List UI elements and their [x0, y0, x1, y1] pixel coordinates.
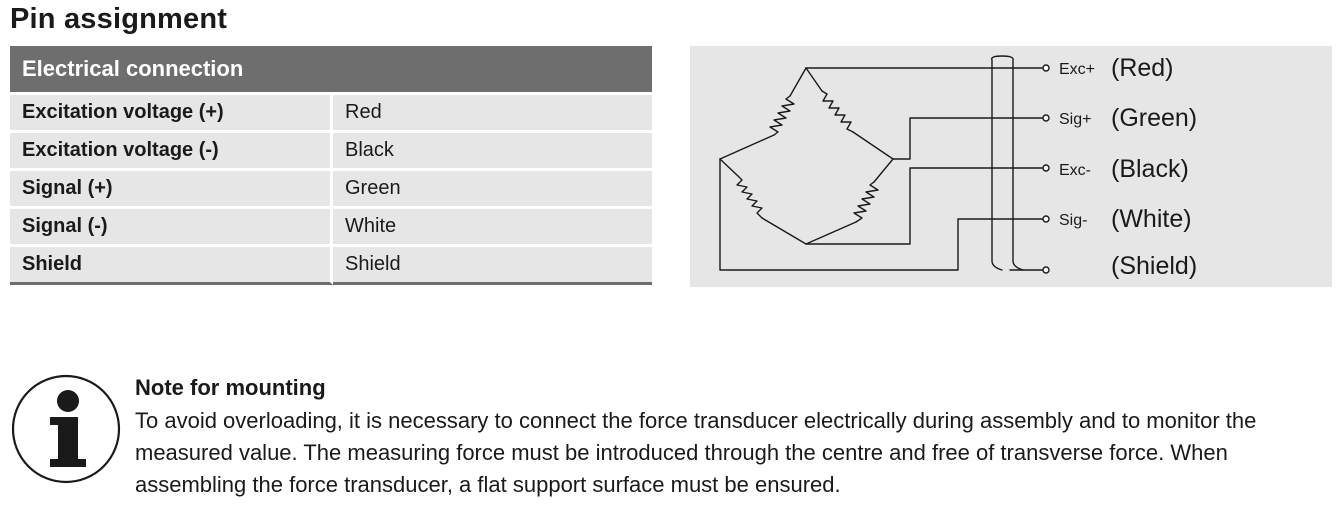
- wiring-diagram: Exc+ Sig+ Exc- Sig- (Red) (Green) (Black…: [690, 46, 1332, 287]
- pin-color-red: (Red): [1111, 54, 1174, 82]
- cable-sheath: [991, 55, 1024, 271]
- pin-color-green: (Green): [1111, 104, 1197, 132]
- note-title: Note for mounting: [135, 375, 326, 400]
- row-value: Green: [333, 171, 652, 209]
- mounting-note: Note for mounting To avoid overloading, …: [135, 375, 1325, 501]
- pin-tag-exc-minus: Exc-: [1059, 162, 1091, 179]
- note-text: To avoid overloading, it is necessary to…: [135, 408, 1257, 497]
- pin-tag-exc-plus: Exc+: [1059, 61, 1095, 78]
- wires: [719, 67, 1044, 271]
- table-row: Signal (+) Green: [10, 171, 652, 209]
- table-row: Excitation voltage (+) Red: [10, 95, 652, 133]
- row-value: Red: [333, 95, 652, 133]
- pin-color-black: (Black): [1111, 155, 1189, 183]
- table-row: Excitation voltage (-) Black: [10, 133, 652, 171]
- row-label: Shield: [10, 247, 333, 285]
- row-label: Excitation voltage (+): [10, 95, 333, 133]
- table-row: Signal (-) White: [10, 209, 652, 247]
- pin-tag-sig-minus: Sig-: [1059, 212, 1087, 229]
- bridge-circuit-diagram: Exc+ Sig+ Exc- Sig- (Red) (Green) (Black…: [719, 54, 1197, 280]
- row-label: Signal (-): [10, 209, 333, 247]
- table-header: Electrical connection: [10, 46, 652, 95]
- row-label: Signal (+): [10, 171, 333, 209]
- terminals: [1042, 64, 1050, 274]
- pin-color-white: (White): [1111, 205, 1192, 233]
- bridge-resistors: [719, 67, 894, 245]
- pin-color-shield: (Shield): [1111, 252, 1197, 280]
- row-label: Excitation voltage (-): [10, 133, 333, 171]
- row-value: White: [333, 209, 652, 247]
- row-value: Black: [333, 133, 652, 171]
- table-row: Shield Shield: [10, 247, 652, 285]
- info-icon: [10, 373, 122, 490]
- row-value: Shield: [333, 247, 652, 285]
- page-title: Pin assignment: [10, 3, 228, 35]
- electrical-connection-table: Electrical connection Excitation voltage…: [10, 46, 652, 285]
- pin-tag-sig-plus: Sig+: [1059, 111, 1091, 128]
